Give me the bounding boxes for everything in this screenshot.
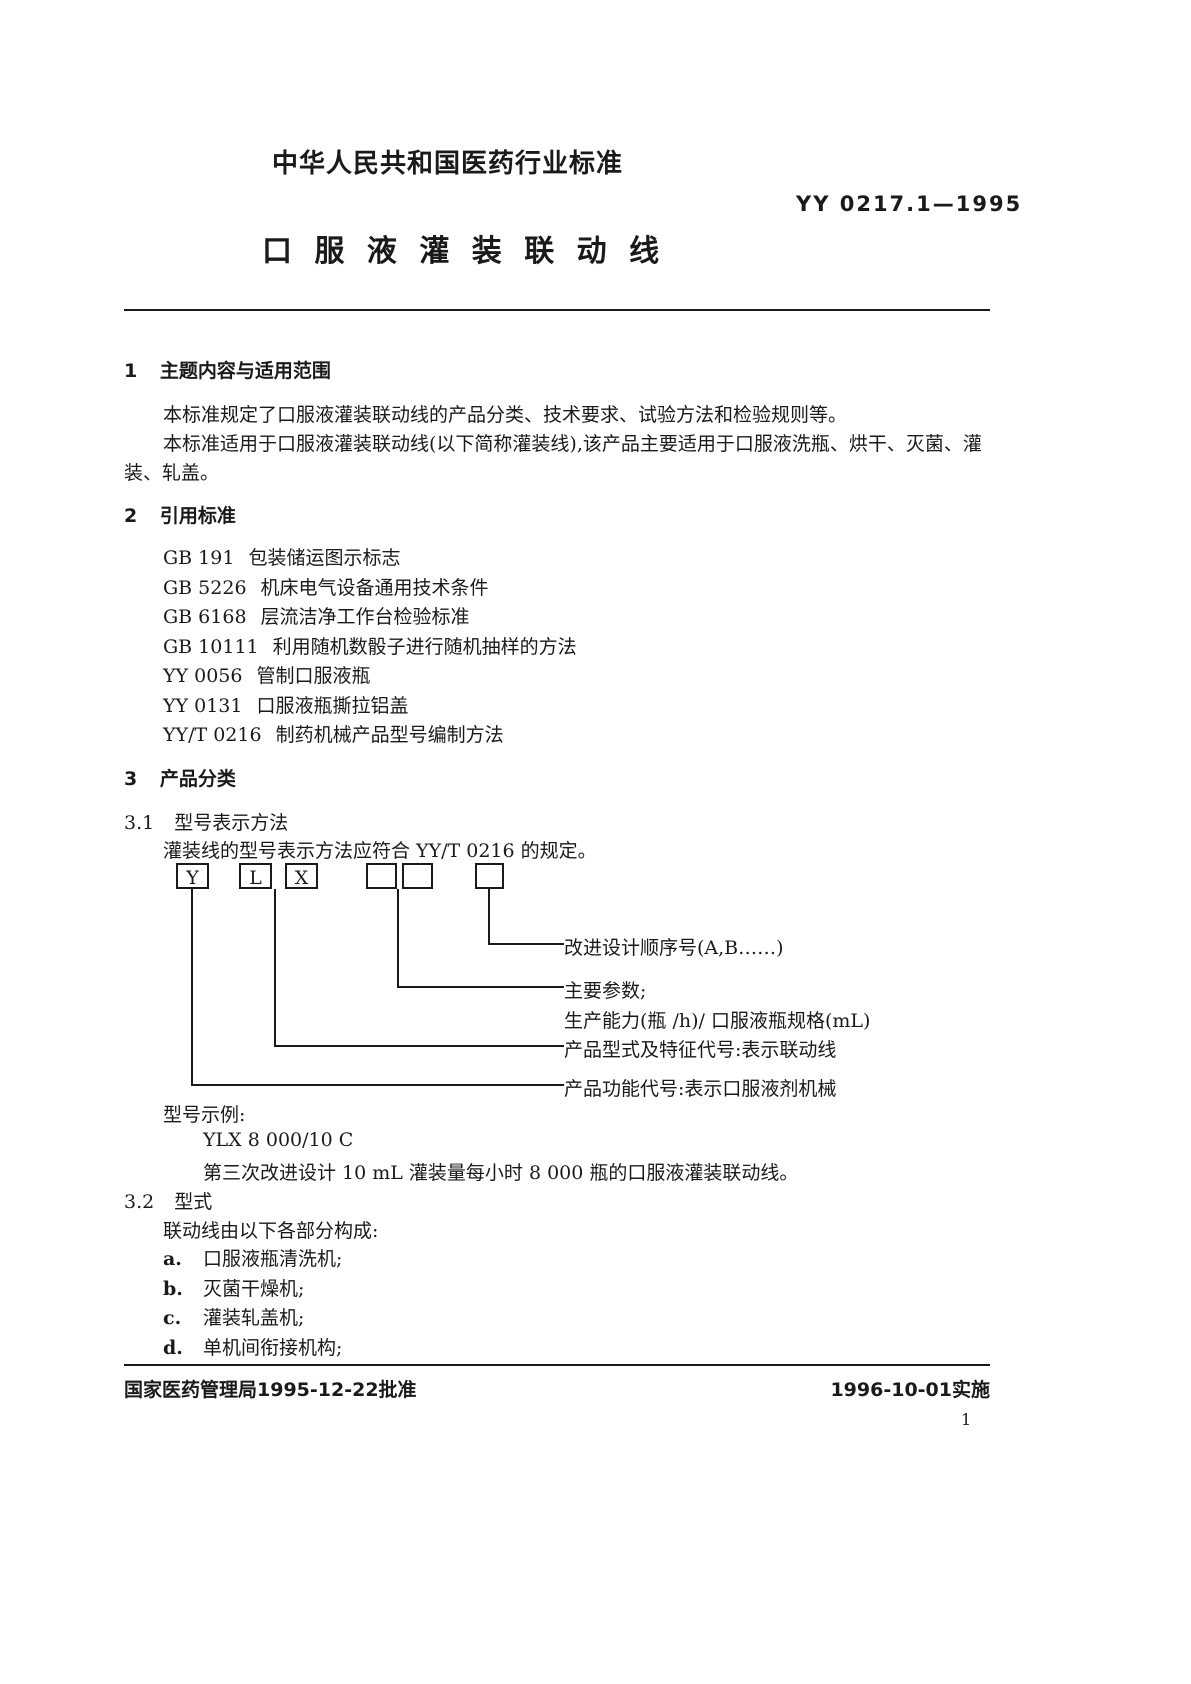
example-label: 型号示例: bbox=[163, 1104, 246, 1126]
param-box-2 bbox=[402, 863, 433, 889]
code-box-x: X bbox=[285, 863, 318, 889]
list-item: d. 单机间衔接机构; bbox=[163, 1334, 342, 1364]
reference-title: 利用随机数骰子进行随机抽样的方法 bbox=[272, 635, 577, 658]
section-number: 1 bbox=[124, 360, 138, 382]
example-description: 第三次改进设计 10 mL 灌装量每小时 8 000 瓶的口服液灌装联动线。 bbox=[203, 1162, 799, 1184]
subsection-3-2-intro: 联动线由以下各部分构成: bbox=[163, 1220, 379, 1242]
label-param-detail: 生产能力(瓶 /h)/ 口服液瓶规格(mL) bbox=[564, 1010, 871, 1032]
standard-number: YY 0217.1—1995 bbox=[796, 192, 1023, 216]
connector-revision bbox=[488, 943, 564, 945]
reference-code: YY/T 0216 bbox=[163, 724, 262, 746]
param-box-1 bbox=[366, 863, 397, 889]
list-item: a. 口服液瓶清洗机; bbox=[163, 1245, 342, 1275]
label-revision: 改进设计顺序号(A,B……) bbox=[564, 937, 784, 959]
reference-list: GB 191 包装储运图示标志 GB 5226 机床电气设备通用技术条件 GB 61… bbox=[163, 544, 577, 751]
reference-title: 包装储运图示标志 bbox=[248, 547, 401, 569]
section-1-heading: 1 主题内容与适用范围 bbox=[124, 356, 331, 383]
section-3-heading: 3 产品分类 bbox=[124, 764, 236, 791]
reference-title: 制药机械产品型号编制方法 bbox=[275, 724, 504, 746]
list-item: YY 0131 口服液瓶撕拉铝盖 bbox=[163, 692, 577, 722]
org-title: 中华人民共和国医药行业标准 bbox=[272, 149, 624, 179]
connector-param bbox=[397, 986, 564, 988]
header-rule bbox=[124, 309, 990, 311]
section-title: 引用标准 bbox=[159, 505, 236, 527]
item-marker: a. bbox=[163, 1248, 182, 1270]
effective-date: 1996-10-01实施 bbox=[830, 1379, 990, 1401]
page-number: 1 bbox=[961, 1410, 972, 1429]
list-item: GB 5226 机床电气设备通用技术条件 bbox=[163, 574, 577, 604]
label-form: 产品型式及特征代号:表示联动线 bbox=[564, 1039, 837, 1061]
connector-form bbox=[274, 889, 276, 1047]
subsection-3-1-heading: 3.1 型号表示方法 bbox=[124, 808, 288, 835]
reference-title: 机床电气设备通用技术条件 bbox=[260, 576, 489, 599]
label-param: 主要参数; bbox=[564, 980, 647, 1002]
section-number: 3 bbox=[124, 768, 138, 790]
list-item: YY 0056 管制口服液瓶 bbox=[163, 662, 577, 692]
section-number: 2 bbox=[124, 505, 138, 527]
code-box-l: L bbox=[239, 863, 272, 889]
item-text: 口服液瓶清洗机; bbox=[203, 1248, 343, 1270]
subsection-title: 型式 bbox=[174, 1191, 213, 1213]
section-1-paragraph-2-cont: 装、轧盖。 bbox=[124, 462, 220, 484]
connector-func bbox=[191, 1084, 564, 1086]
document-title: 口 服 液 灌 装 联 动 线 bbox=[262, 234, 666, 269]
reference-code: GB 5226 bbox=[163, 576, 247, 599]
connector-revision bbox=[488, 889, 490, 945]
connector-param bbox=[397, 889, 399, 988]
item-text: 单机间衔接机构; bbox=[203, 1336, 343, 1359]
list-item: GB 6168 层流洁净工作台检验标准 bbox=[163, 603, 577, 633]
reference-code: YY 0131 bbox=[163, 694, 243, 717]
reference-title: 口服液瓶撕拉铝盖 bbox=[256, 694, 409, 717]
section-title: 产品分类 bbox=[159, 768, 236, 790]
subsection-number: 3.1 bbox=[124, 812, 155, 834]
section-title: 主题内容与适用范围 bbox=[159, 360, 331, 382]
connector-func bbox=[191, 889, 193, 1086]
item-marker: d. bbox=[163, 1336, 183, 1359]
section-2-heading: 2 引用标准 bbox=[124, 501, 236, 528]
list-item: b. 灭菌干燥机; bbox=[163, 1275, 342, 1305]
reference-code: GB 6168 bbox=[163, 606, 247, 628]
component-list: a. 口服液瓶清洗机; b. 灭菌干燥机; c. 灌装轧盖机; d. 单机间衔接机构; bbox=[163, 1245, 342, 1363]
footer-rule bbox=[124, 1364, 990, 1366]
subsection-title: 型号表示方法 bbox=[174, 812, 289, 834]
section-1-paragraph-1: 本标准规定了口服液灌装联动线的产品分类、技术要求、试验方法和检验规则等。 bbox=[163, 404, 848, 426]
list-item: c. 灌装轧盖机; bbox=[163, 1304, 342, 1334]
reference-title: 层流洁净工作台检验标准 bbox=[260, 606, 470, 628]
section-1-paragraph-2: 本标准适用于口服液灌装联动线(以下简称灌装线),该产品主要适用于口服液洗瓶、烘干… bbox=[163, 433, 982, 455]
subsection-3-2-heading: 3.2 型式 bbox=[124, 1187, 212, 1214]
subsection-number: 3.2 bbox=[124, 1191, 155, 1213]
reference-title: 管制口服液瓶 bbox=[256, 665, 371, 687]
item-text: 灌装轧盖机; bbox=[203, 1307, 305, 1329]
list-item: YY/T 0216 制药机械产品型号编制方法 bbox=[163, 721, 577, 751]
connector-form bbox=[274, 1045, 564, 1047]
item-marker: b. bbox=[163, 1277, 183, 1300]
reference-code: GB 191 bbox=[163, 547, 235, 569]
item-marker: c. bbox=[163, 1307, 182, 1329]
label-function: 产品功能代号:表示口服液剂机械 bbox=[564, 1078, 837, 1100]
item-text: 灭菌干燥机; bbox=[203, 1277, 305, 1300]
list-item: GB 191 包装储运图示标志 bbox=[163, 544, 577, 574]
reference-code: GB 10111 bbox=[163, 635, 259, 658]
example-code: YLX 8 000/10 C bbox=[203, 1129, 354, 1151]
reference-code: YY 0056 bbox=[163, 665, 243, 687]
approval-info: 国家医药管理局1995-12-22批准 bbox=[124, 1379, 417, 1401]
list-item: GB 10111 利用随机数骰子进行随机抽样的方法 bbox=[163, 633, 577, 663]
code-box-y: Y bbox=[176, 863, 209, 889]
revision-box bbox=[475, 863, 504, 889]
subsection-3-1-paragraph: 灌装线的型号表示方法应符合 YY/T 0216 的规定。 bbox=[163, 840, 597, 862]
